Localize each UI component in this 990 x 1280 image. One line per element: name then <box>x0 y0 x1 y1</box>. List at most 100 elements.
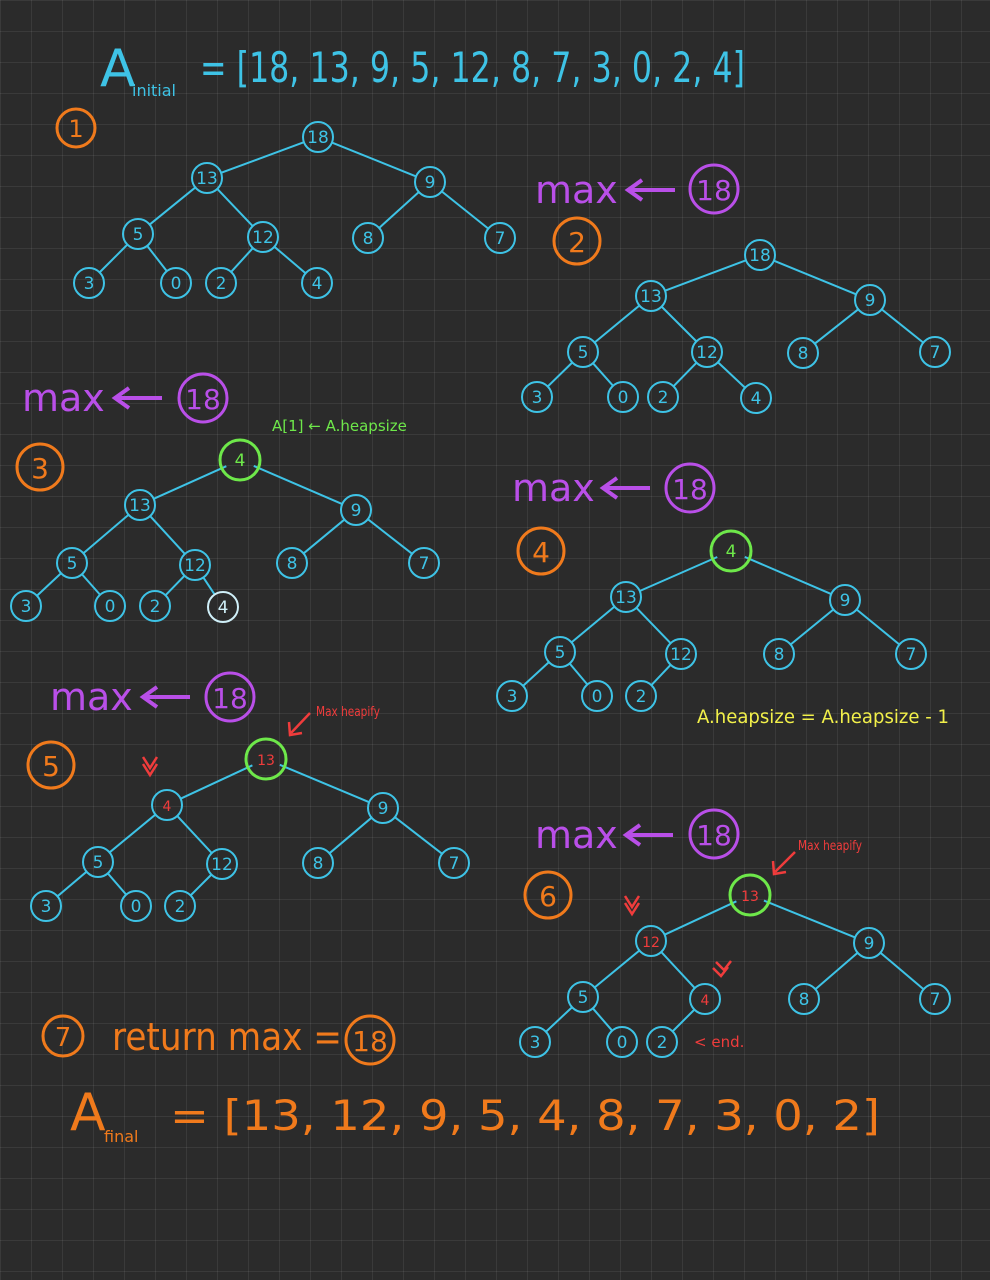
node-value: 9 <box>351 501 362 521</box>
node-circle <box>276 547 308 579</box>
heap-node-5: 5 <box>544 636 576 668</box>
step-number-1: 1 <box>68 115 83 143</box>
max-text: max <box>50 675 133 719</box>
heap-node-13: 13 <box>728 873 772 917</box>
max-heapify-annotation: Max heapify <box>316 705 380 720</box>
node-value: 2 <box>657 1033 668 1053</box>
max-text: max <box>535 168 618 212</box>
tree-edge <box>592 362 614 387</box>
node-circle <box>352 222 384 254</box>
heap-node-3: 3 <box>30 890 62 922</box>
heap-node-13: 13 <box>191 162 223 194</box>
tree-edge <box>378 191 420 229</box>
tree-edge <box>98 243 129 274</box>
tree-edge <box>568 662 589 686</box>
max-text: max <box>22 376 105 420</box>
step-badge-3: 3 <box>15 442 65 492</box>
tree-edge <box>639 556 718 592</box>
heap-node-2: 2 <box>625 680 657 712</box>
node-circle <box>408 547 440 579</box>
node-circle <box>179 549 211 581</box>
node-value: 4 <box>726 542 737 562</box>
node-value: 5 <box>67 554 78 574</box>
heap-node-4: 4 <box>709 529 753 573</box>
max-value: 18 <box>212 682 248 715</box>
tree-edge <box>82 513 130 555</box>
heap-node-2: 2 <box>164 890 196 922</box>
heap-node-12: 12 <box>179 549 211 581</box>
node-circle <box>567 981 599 1013</box>
node-circle <box>521 381 553 413</box>
node-circle <box>647 381 679 413</box>
node-value: 2 <box>175 897 186 917</box>
heap-node-4: 4 <box>301 267 333 299</box>
node-circle <box>302 121 334 153</box>
heap-node-3: 3 <box>521 381 553 413</box>
node-value: 0 <box>131 897 142 917</box>
step-badge-4: 4 <box>516 526 566 576</box>
node-circle <box>665 638 697 670</box>
heap-node-9: 9 <box>340 494 372 526</box>
heap-node-3: 3 <box>519 1026 551 1058</box>
max-label-step-4: max 18 <box>512 462 716 514</box>
tree-edge <box>220 141 305 174</box>
heap-node-9: 9 <box>829 584 861 616</box>
node-value: 8 <box>287 554 298 574</box>
node-circle <box>94 590 126 622</box>
node-value: 8 <box>363 229 374 249</box>
node-value: 2 <box>150 597 161 617</box>
heap-node-4: 4 <box>740 382 772 414</box>
heap-node-8: 8 <box>787 337 819 369</box>
node-circle <box>244 737 288 781</box>
assign-root-annotation: A[1] ← A.heapsize <box>272 417 407 435</box>
max-text: max <box>535 813 618 857</box>
final-array-values: = [13, 12, 9, 5, 4, 8, 7, 3, 0, 2] <box>170 1091 880 1140</box>
node-value: 5 <box>578 988 589 1008</box>
tree-edge <box>664 900 737 936</box>
tree-edge <box>660 305 698 343</box>
tree-edge <box>744 556 832 595</box>
node-value: 12 <box>670 645 692 665</box>
node-value: 13 <box>129 496 151 516</box>
node-value: 0 <box>592 687 603 707</box>
max-label-step-2: max 18 <box>535 163 740 215</box>
tree-edge <box>164 575 186 596</box>
tree-edge <box>81 573 101 596</box>
node-value: 12 <box>252 228 274 248</box>
return-text: return max = <box>112 1015 342 1059</box>
node-circle <box>30 890 62 922</box>
max-heapify-note-step-5: Max heapify <box>287 705 380 737</box>
node-value: 4 <box>163 799 172 815</box>
node-circle <box>414 166 446 198</box>
heap-node-8: 8 <box>302 847 334 879</box>
node-value: 2 <box>216 274 227 294</box>
node-value: 18 <box>749 246 771 266</box>
node-circle <box>691 336 723 368</box>
node-circle <box>151 789 183 821</box>
node-value: 18 <box>307 128 329 148</box>
heap-node-8: 8 <box>763 638 795 670</box>
node-circle <box>301 267 333 299</box>
max-heapify-note-step-6: Max heapify <box>771 839 862 876</box>
tree-edge <box>328 816 373 855</box>
node-circle <box>728 873 772 917</box>
initial-array-label: A <box>100 39 136 99</box>
node-circle <box>787 337 819 369</box>
node-value: 9 <box>425 173 436 193</box>
heap-node-2: 2 <box>139 590 171 622</box>
node-value: 0 <box>618 388 629 408</box>
heap-node-7: 7 <box>919 336 951 368</box>
heap-node-2: 2 <box>205 267 237 299</box>
heap-node-2: 2 <box>646 1026 678 1058</box>
node-circle <box>302 847 334 879</box>
tree-edge <box>547 361 573 388</box>
heap-node-3: 3 <box>73 267 105 299</box>
tree-edge <box>635 607 672 644</box>
tree-edge <box>189 873 213 897</box>
node-circle <box>73 267 105 299</box>
tree-edge <box>273 245 307 275</box>
swap-marker-step-6-a <box>623 895 641 917</box>
heap-node-4: 4 <box>689 983 721 1015</box>
